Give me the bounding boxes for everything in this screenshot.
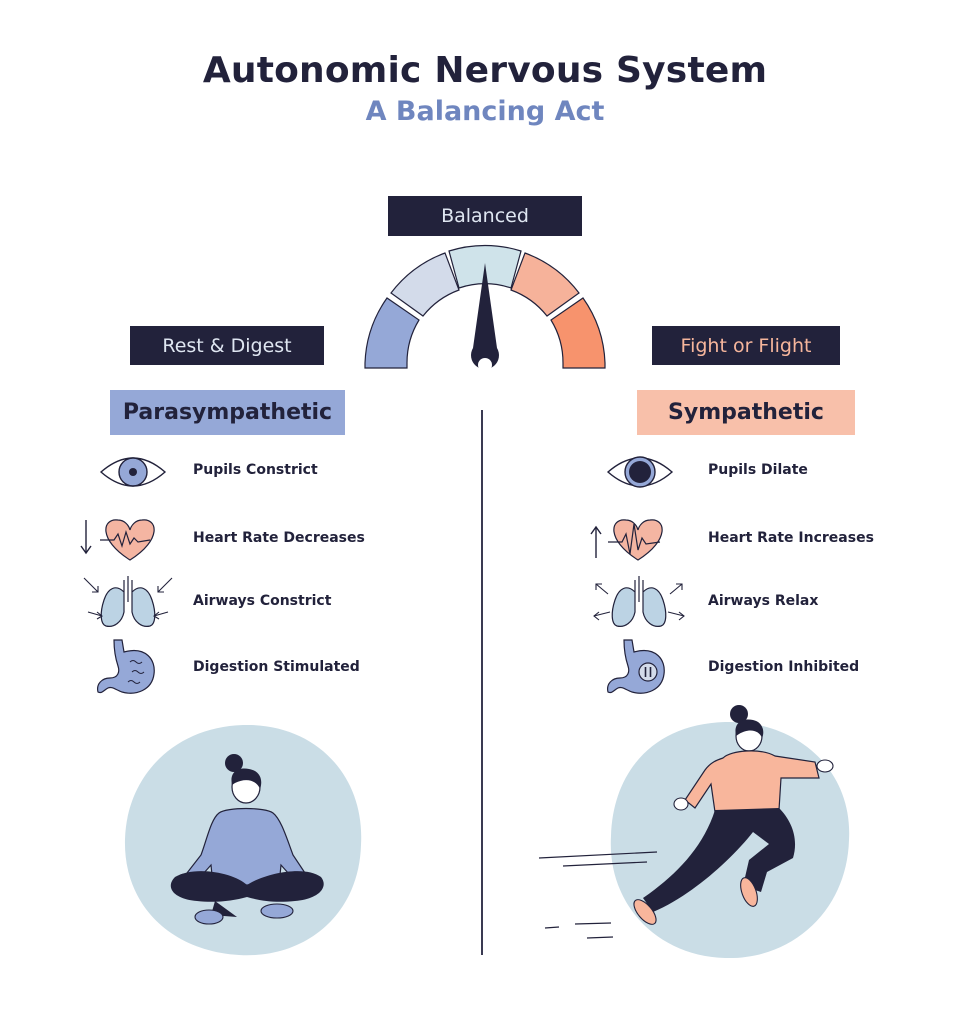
effect-airways-relax: Airways Relax [708,593,819,609]
fight-flight-label: Fight or Flight [652,326,840,365]
balance-gauge-icon [364,244,606,372]
heart-increase-icon [590,519,663,561]
heart-decrease-icon [80,519,155,561]
page-subtitle: A Balancing Act [365,96,605,127]
balanced-label: Balanced [388,196,582,236]
gauge-needle-icon [471,263,499,370]
meditating-person-illustration [124,724,362,956]
center-divider [481,410,483,955]
effect-digestion-stimulated: Digestion Stimulated [193,659,360,675]
gauge-segment-parasympathetic-light [390,252,460,317]
effect-heart-rate-decreases: Heart Rate Decreases [193,530,365,546]
effect-digestion-inhibited: Digestion Inhibited [708,659,860,675]
gauge-segment-sympathetic [550,297,606,369]
sympathetic-label: Sympathetic [637,390,855,435]
stomach-stimulated-icon [97,639,155,694]
effect-heart-rate-increases: Heart Rate Increases [708,530,874,546]
lungs-relax-icon [593,576,685,627]
lungs-constrict-icon [83,576,173,627]
eye-constrict-icon [99,457,167,487]
gauge-needle-pivot [478,358,492,372]
stomach-inhibited-icon [607,639,665,694]
parasympathetic-label: Parasympathetic [110,390,345,435]
rest-digest-label: Rest & Digest [130,326,324,365]
page-title: Autonomic Nervous System [202,50,768,91]
gauge-segment-sympathetic-light [510,252,580,317]
gauge-segment-parasympathetic [364,297,420,369]
effect-pupils-dilate: Pupils Dilate [708,462,808,478]
pause-icon [638,662,658,682]
effect-pupils-constrict: Pupils Constrict [193,462,318,478]
speed-lines [538,851,658,939]
effect-airways-constrict: Airways Constrict [193,593,332,609]
eye-dilate-icon [606,456,674,488]
running-person-illustration [538,705,850,959]
